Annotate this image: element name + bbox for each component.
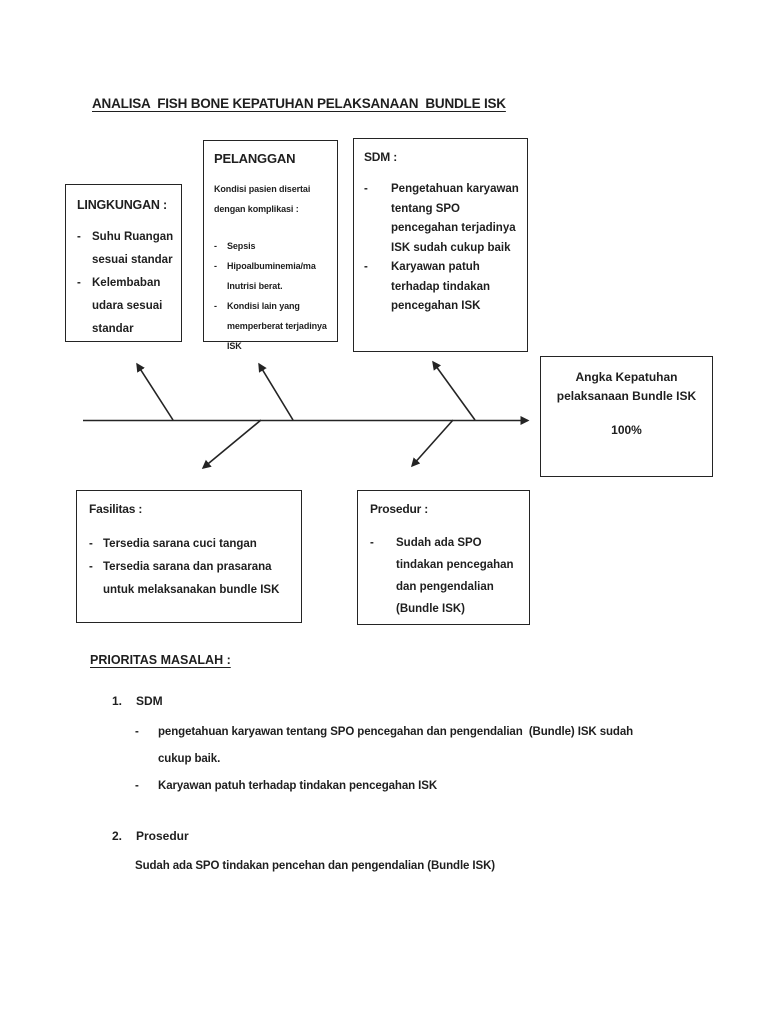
cause-box-lingkungan: LINGKUNGAN : - Suhu Ruangan sesuai stand… [65, 184, 182, 342]
priority-item-2-head: 2. Prosedur [112, 829, 680, 843]
branch-prosedur [411, 419, 454, 468]
priority-item-1-title: SDM [136, 694, 163, 708]
cause-box-pelanggan: PELANGGAN Kondisi pasien disertai dengan… [203, 140, 338, 351]
dash-bullet: - [364, 183, 368, 195]
branch-fasilitas [201, 419, 262, 469]
effect-title-line2: pelaksanaan Bundle ISK [556, 389, 697, 403]
priority-item-2-title: Prosedur [136, 829, 189, 843]
priority-item-2: 2. Prosedur Sudah ada SPO tindakan pence… [90, 829, 680, 880]
branch-lingkungan [136, 362, 174, 421]
dash-bullet: - [89, 561, 93, 573]
cause-box-fasilitas: Fasilitas : - Tersedia sarana cuci tanga… [76, 490, 302, 623]
dash-bullet: - [135, 780, 139, 792]
priority-subitem: - pengetahuan karyawan tentang SPO pence… [135, 719, 680, 773]
list-item: - Hipoalbuminemia/ma Inutrisi berat. [214, 256, 331, 296]
list-item-text: Suhu Ruangan sesuai standar [92, 231, 174, 266]
list-item-text: Kondisi lain yang memperberat terjadinya… [227, 301, 327, 351]
fasilitas-heading: Fasilitas : [89, 502, 143, 516]
priority-item-1: 1. SDM - pengetahuan karyawan tentang SP… [90, 694, 680, 800]
list-item-text: Pengetahuan karyawan tentang SPO pencega… [391, 183, 519, 254]
priority-subitem: - Karyawan patuh terhadap tindakan pence… [135, 773, 680, 800]
sdm-heading: SDM : [364, 150, 397, 164]
dash-bullet: - [135, 726, 139, 738]
dash-bullet: - [89, 538, 93, 550]
prosedur-heading: Prosedur : [370, 502, 429, 516]
priority-subitem-text: pengetahuan karyawan tentang SPO pencega… [158, 726, 637, 765]
priority-subitem-text: Karyawan patuh terhadap tindakan pencega… [158, 780, 438, 792]
list-item: - Sepsis [214, 236, 331, 256]
priority-item-1-sublist: - pengetahuan karyawan tentang SPO pence… [135, 719, 680, 800]
list-item-text: Tersedia sarana dan prasarana untuk mela… [103, 561, 280, 596]
dash-bullet: - [214, 261, 217, 271]
priority-item-1-head: 1. SDM [112, 694, 680, 708]
effect-box: Angka Kepatuhan pelaksanaan Bundle ISK 1… [540, 356, 713, 477]
list-item-text: Sudah ada SPO tindakan pencegahan dan pe… [396, 537, 514, 615]
branch-pelanggan [258, 362, 294, 421]
list-item-text: Kelembaban udara sesuai standar [92, 277, 163, 335]
dash-bullet: - [214, 301, 217, 311]
list-item-text: Sepsis [227, 241, 256, 251]
priorities-heading: PRIORITAS MASALAH : [90, 653, 231, 667]
list-item: - Suhu Ruangan sesuai standar [77, 226, 176, 272]
list-item-text: Tersedia sarana cuci tangan [103, 538, 257, 550]
priority-item-2-number: 2. [112, 829, 123, 843]
list-item: - Tersedia sarana dan prasarana untuk me… [89, 556, 295, 602]
list-item-text: Karyawan patuh terhadap tindakan pencega… [391, 261, 491, 312]
page-title: ANALISA FISH BONE KEPATUHAN PELAKSANAAN … [92, 96, 506, 111]
list-item: - Tersedia sarana cuci tangan [89, 533, 295, 556]
effect-title-line1: Angka Kepatuhan [575, 370, 678, 384]
list-item: - Pengetahuan karyawan tentang SPO pence… [364, 180, 522, 258]
dash-bullet: - [214, 241, 217, 251]
dash-bullet: - [364, 261, 368, 273]
branch-sdm [432, 360, 476, 421]
priorities-section: PRIORITAS MASALAH : 1. SDM - pengetahuan… [90, 653, 680, 880]
priority-item-1-number: 1. [112, 694, 123, 708]
lingkungan-heading: LINGKUNGAN : [77, 198, 167, 212]
priority-item-2-body: Sudah ada SPO tindakan pencehan dan peng… [135, 860, 496, 872]
list-item: - Kondisi lain yang memperberat terjadin… [214, 296, 331, 356]
effect-value: 100% [611, 423, 642, 437]
dash-bullet: - [370, 537, 374, 549]
dash-bullet: - [77, 277, 81, 289]
list-item: - Sudah ada SPO tindakan pencegahan dan … [370, 532, 525, 620]
dash-bullet: - [77, 231, 81, 243]
pelanggan-intro: Kondisi pasien disertai dengan komplikas… [214, 184, 311, 214]
cause-box-prosedur: Prosedur : - Sudah ada SPO tindakan penc… [357, 490, 530, 625]
cause-box-sdm: SDM : - Pengetahuan karyawan tentang SPO… [353, 138, 528, 352]
pelanggan-heading: PELANGGAN [214, 151, 296, 166]
list-item: - Kelembaban udara sesuai standar [77, 272, 176, 341]
list-item-text: Hipoalbuminemia/ma Inutrisi berat. [227, 261, 316, 291]
list-item: - Karyawan patuh terhadap tindakan pence… [364, 258, 522, 317]
